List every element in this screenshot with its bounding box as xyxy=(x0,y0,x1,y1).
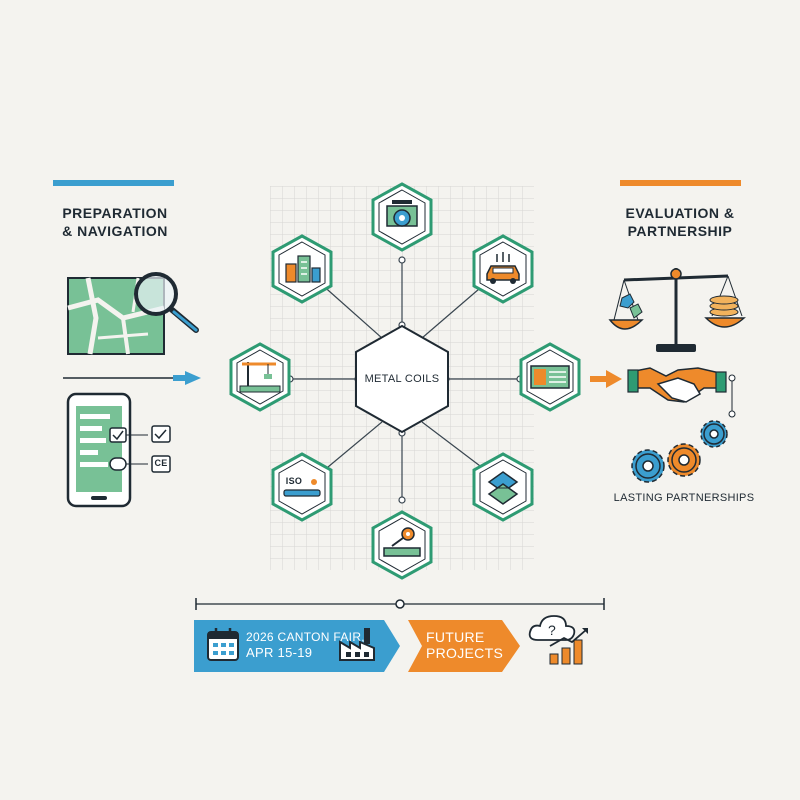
cloud-question-icon: ? xyxy=(528,615,576,641)
growth-chart-icon xyxy=(549,628,588,665)
ce-mark: CE xyxy=(154,458,168,468)
hub-label: METAL COILS xyxy=(364,373,440,385)
hub-hexagon xyxy=(355,324,449,434)
coil-machine-icon xyxy=(371,182,433,252)
iso-label: ISO xyxy=(285,476,303,486)
gears-icon xyxy=(631,420,728,483)
left-heading: PREPARATION & NAVIGATION xyxy=(62,205,168,239)
sheet-metal-icon xyxy=(371,510,433,580)
left-accent-bar xyxy=(53,180,174,186)
balance-scale-icon xyxy=(608,268,746,352)
calendar-icon xyxy=(207,628,239,661)
future-chevron xyxy=(408,620,520,672)
future-label: FUTURE PROJECTS xyxy=(426,629,504,661)
building-icon xyxy=(271,234,333,304)
connector-bracket xyxy=(728,374,736,418)
handshake-icon xyxy=(627,367,727,403)
factory-icon xyxy=(339,628,375,661)
partnership-label: LASTING PARTNERSHIPS xyxy=(613,492,755,504)
right-accent-bar xyxy=(620,180,741,186)
arrow-right-icon xyxy=(63,371,201,385)
handshake-arrow xyxy=(590,370,622,388)
monitor-icon xyxy=(519,342,581,412)
svg-text:?: ? xyxy=(548,622,556,638)
crane-icon xyxy=(229,342,291,412)
magnifier-icon xyxy=(134,272,199,333)
right-heading: EVALUATION & PARTNERSHIP xyxy=(625,205,735,239)
smartphone-checklist-icon xyxy=(66,392,171,508)
car-icon xyxy=(472,234,534,304)
timeline-line xyxy=(195,598,605,610)
stack-icon xyxy=(472,452,534,522)
event-label: 2026 CANTON FAIR, APR 15-19 xyxy=(246,630,365,660)
iso-icon xyxy=(271,452,333,522)
